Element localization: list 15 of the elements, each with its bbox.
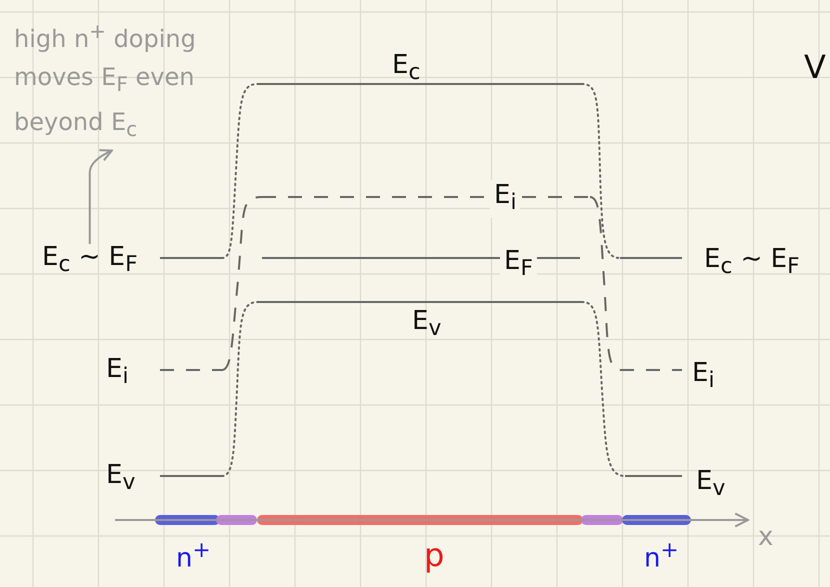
leader-arrow xyxy=(88,149,113,244)
region-label: n$^{+}$ xyxy=(176,537,211,574)
region-label: n$^{+}$ xyxy=(644,537,679,574)
annotation-note: high n$^{+}$ doping moves E$_{F}$ even beyond E$_{c}$ xyxy=(14,12,234,148)
band-level-label: E$_{i}$ xyxy=(106,354,128,392)
band-level-label: E$_{c}$ xyxy=(392,50,420,88)
band-level-label: E$_{c}$ ~ E$_{F}$ xyxy=(42,242,138,280)
band-level-label: E$_{c}$ ~ E$_{F}$ xyxy=(704,244,800,282)
band-level-label: E$_{v}$ xyxy=(412,306,442,344)
band-level-label: E$_{i}$ xyxy=(692,358,714,396)
band-level-label: E$_{v}$ xyxy=(106,460,136,498)
band-level-label: E$_{i}$ xyxy=(490,180,520,218)
axis-label: x xyxy=(758,522,774,552)
text-label: V xyxy=(804,52,826,82)
band-level-label: E$_{v}$ xyxy=(696,466,726,504)
